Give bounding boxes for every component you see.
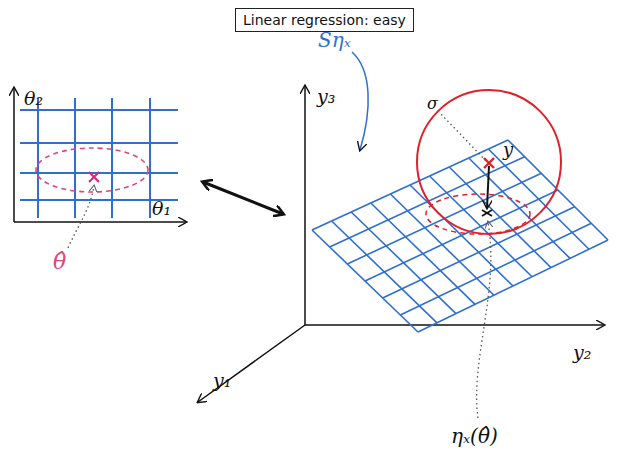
parameter-axes: [14, 88, 186, 222]
noise-sphere: [417, 90, 561, 234]
math-label: θ̂: [53, 251, 66, 273]
estimate-cross: [89, 172, 99, 182]
leader-line: [477, 222, 491, 418]
observation-cross: [484, 158, 494, 168]
observation-axes: [198, 86, 604, 402]
projected-ellipse: [426, 194, 530, 234]
math-label: θ₂: [24, 89, 43, 108]
math-label: Sηₓ: [318, 30, 351, 50]
plane-grid-line: [418, 240, 608, 332]
math-label: y₁: [213, 371, 231, 390]
correspondence-arrow: [203, 182, 283, 214]
math-label: y₂: [573, 343, 591, 362]
math-label: ηₓ(θ̂): [451, 426, 498, 446]
plane-grid-line: [365, 190, 558, 281]
plane-pointer: [352, 52, 368, 150]
confidence-ellipse: [36, 148, 148, 192]
plane-grid-line: [383, 207, 575, 298]
math-label: σ: [427, 96, 438, 112]
title-box: Linear regression: easy: [235, 8, 414, 32]
plane-grid-line: [400, 223, 591, 315]
radius-line: [439, 112, 489, 164]
math-label: y: [503, 141, 513, 159]
fitted-point: [482, 210, 492, 216]
projection-line: [487, 166, 489, 208]
math-label: y₃: [317, 87, 335, 106]
leader-line: [68, 186, 94, 248]
parameter-grid: [20, 98, 178, 218]
math-label: θ₁: [152, 199, 171, 218]
model-plane: [312, 140, 608, 332]
